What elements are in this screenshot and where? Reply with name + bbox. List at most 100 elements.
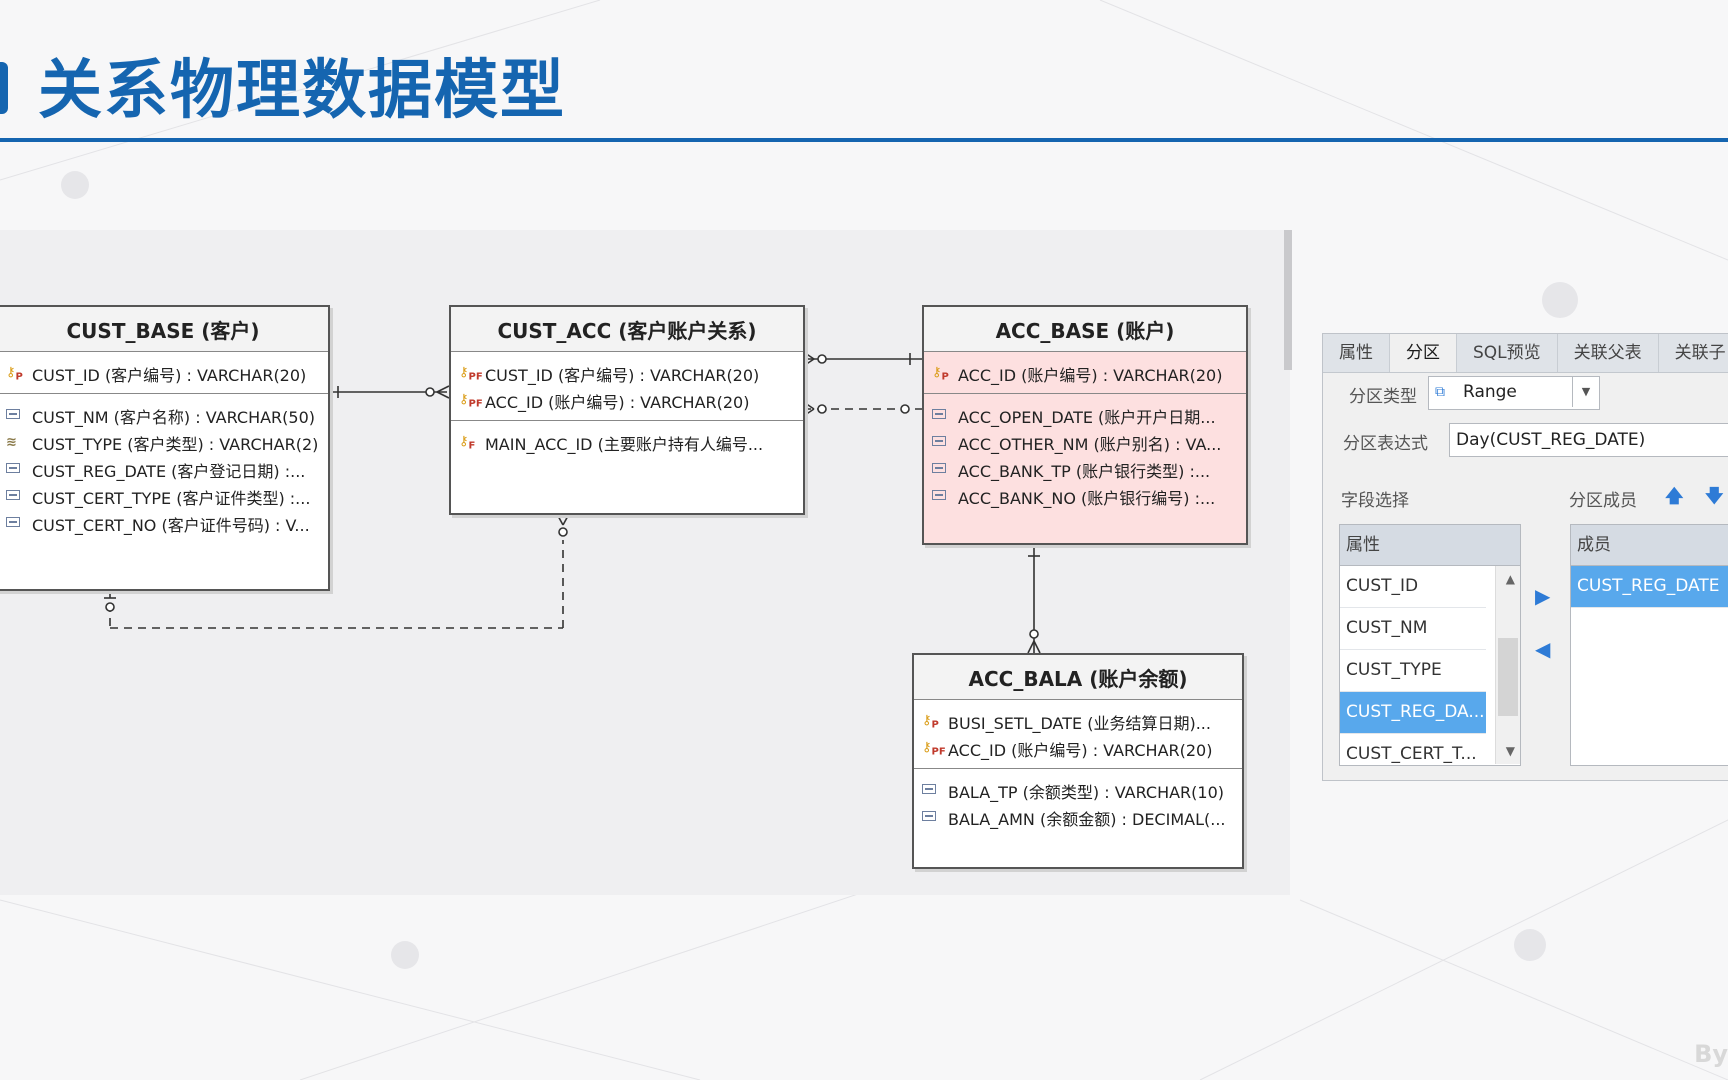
primary-key-icon: ⚷P	[922, 712, 939, 731]
column-text: ACC_BANK_NO (账户银行编号) :...	[958, 488, 1216, 508]
column-text: ACC_OPEN_DATE (账户开户日期...	[958, 407, 1216, 427]
column-row[interactable]: BALA_AMN (余额金额) : DECIMAL(...	[914, 804, 1242, 831]
column-text: CUST_ID (客户编号) : VARCHAR(20)	[485, 365, 760, 385]
list-item[interactable]: CUST_NM	[1340, 608, 1486, 650]
column-row[interactable]: ACC_BANK_TP (账户银行类型) :...	[924, 456, 1246, 483]
attribute-icon	[6, 408, 28, 423]
chevron-down-icon[interactable]: ▼	[1505, 744, 1515, 758]
primary-foreign-key-icon: ⚷PF	[459, 391, 483, 410]
column-row[interactable]: ⚷P CUST_ID (客户编号) : VARCHAR(20)	[0, 360, 328, 387]
page-title: 关系物理数据模型	[38, 54, 566, 128]
primary-key-icon: ⚷P	[6, 364, 23, 383]
entity-attributes: CUST_NM (客户名称) : VARCHAR(50) ≋CUST_TYPE …	[0, 394, 328, 543]
field-listbox[interactable]: 属性 CUST_ID CUST_NM CUST_TYPE CUST_REG_DA…	[1339, 524, 1521, 766]
title-marker	[0, 62, 8, 114]
members-label: 分区成员	[1569, 491, 1637, 511]
column-text: CUST_CERT_NO (客户证件号码) : V...	[32, 515, 310, 535]
canvas-scrollbar[interactable]	[1284, 230, 1292, 370]
attribute-icon	[922, 783, 944, 798]
list-item-selected[interactable]: CUST_REG_DA...	[1340, 692, 1486, 734]
attribute-icon	[932, 489, 954, 504]
entity-keys: ⚷P CUST_ID (客户编号) : VARCHAR(20)	[0, 352, 328, 394]
expression-label: 分区表达式	[1343, 434, 1428, 454]
column-text: CUST_CERT_TYPE (客户证件类型) :...	[32, 488, 311, 508]
column-row[interactable]: ≋CUST_TYPE (客户类型) : VARCHAR(2)	[0, 429, 328, 456]
entity-attributes: BALA_TP (余额类型) : VARCHAR(10) BALA_AMN (余…	[914, 769, 1242, 837]
tab-child-tables[interactable]: 关联子	[1659, 334, 1728, 372]
chevron-down-icon[interactable]: ▼	[1572, 377, 1599, 407]
column-row[interactable]: CUST_CERT_TYPE (客户证件类型) :...	[0, 483, 328, 510]
column-text: CUST_REG_DATE (客户登记日期) :...	[32, 461, 306, 481]
attribute-icon	[6, 516, 28, 531]
column-row[interactable]: BALA_TP (余额类型) : VARCHAR(10)	[914, 777, 1242, 804]
move-up-icon[interactable]: 🡅	[1665, 486, 1684, 507]
field-list-scrollbar[interactable]: ▲ ▼	[1495, 566, 1520, 764]
tab-partition[interactable]: 分区	[1390, 334, 1457, 372]
members-header: 成员	[1571, 525, 1728, 566]
field-select-label: 字段选择	[1341, 491, 1409, 511]
column-text: ACC_ID (账户编号) : VARCHAR(20)	[958, 365, 1223, 385]
list-item[interactable]: CUST_ID	[1340, 566, 1486, 608]
entity-title: CUST_BASE (客户)	[0, 307, 328, 352]
partition-type-select[interactable]: ⧉ Range ▼	[1428, 376, 1600, 410]
column-text: ACC_ID (账户编号) : VARCHAR(20)	[948, 740, 1213, 760]
attribute-icon	[6, 462, 28, 477]
partition-type-value: Range	[1463, 382, 1517, 402]
tab-sql-preview[interactable]: SQL预览	[1457, 334, 1558, 372]
column-text: CUST_ID (客户编号) : VARCHAR(20)	[32, 365, 307, 385]
title-underline	[0, 138, 1728, 142]
expression-input[interactable]: Day(CUST_REG_DATE)	[1449, 423, 1728, 457]
member-item[interactable]: CUST_REG_DATE	[1571, 566, 1728, 608]
entity-title: CUST_ACC (客户账户关系)	[451, 307, 803, 352]
partition-members-list[interactable]: 成员 CUST_REG_DATE	[1570, 524, 1728, 766]
column-text: BALA_TP (余额类型) : VARCHAR(10)	[948, 782, 1225, 802]
primary-foreign-key-icon: ⚷PF	[459, 364, 483, 383]
entity-keys: ⚷P ACC_ID (账户编号) : VARCHAR(20)	[924, 352, 1246, 394]
column-text: BALA_AMN (余额金额) : DECIMAL(...	[948, 809, 1226, 829]
list-item[interactable]: CUST_CERT_T...	[1340, 734, 1486, 765]
column-row[interactable]: ACC_OPEN_DATE (账户开户日期...	[924, 402, 1246, 429]
list-item[interactable]: CUST_TYPE	[1340, 650, 1486, 692]
attribute-icon	[932, 435, 954, 450]
tab-parent-tables[interactable]: 关联父表	[1558, 334, 1659, 372]
attribute-icon	[6, 489, 28, 504]
column-row[interactable]: CUST_REG_DATE (客户登记日期) :...	[0, 456, 328, 483]
column-text: CUST_NM (客户名称) : VARCHAR(50)	[32, 407, 316, 427]
column-row[interactable]: ACC_OTHER_NM (账户别名) : VA...	[924, 429, 1246, 456]
column-row[interactable]: CUST_CERT_NO (客户证件号码) : V...	[0, 510, 328, 537]
move-down-icon[interactable]: 🡇	[1705, 486, 1724, 507]
column-text: CUST_TYPE (客户类型) : VARCHAR(2)	[32, 434, 319, 454]
entity-cust-base[interactable]: CUST_BASE (客户) ⚷P CUST_ID (客户编号) : VARCHA…	[0, 305, 330, 591]
title-bar: 关系物理数据模型	[0, 52, 1728, 132]
column-row[interactable]: ACC_BANK_NO (账户银行编号) :...	[924, 483, 1246, 510]
column-text: ACC_BANK_TP (账户银行类型) :...	[958, 461, 1211, 481]
column-row[interactable]: ⚷P ACC_ID (账户编号) : VARCHAR(20)	[924, 360, 1246, 387]
partition-type-label: 分区类型	[1349, 387, 1417, 407]
panel-tabs: 属性 分区 SQL预览 关联父表 关联子	[1323, 334, 1728, 373]
chevron-up-icon[interactable]: ▲	[1505, 572, 1515, 586]
primary-key-icon: ⚷P	[932, 364, 949, 383]
entity-attributes: ACC_OPEN_DATE (账户开户日期... ACC_OTHER_NM (账…	[924, 394, 1246, 516]
tab-properties[interactable]: 属性	[1323, 334, 1390, 372]
add-member-icon[interactable]: ▶	[1535, 584, 1551, 608]
scroll-thumb[interactable]	[1498, 638, 1518, 716]
column-text: MAIN_ACC_ID (主要账户持有人编号...	[485, 434, 764, 454]
range-icon: ⧉	[1435, 384, 1445, 400]
partition-properties-panel: 属性 分区 SQL预览 关联父表 关联子 分区类型 ⧉ Range ▼ 分区表达…	[1322, 333, 1728, 781]
column-row[interactable]: CUST_NM (客户名称) : VARCHAR(50)	[0, 402, 328, 429]
remove-member-icon[interactable]: ◀	[1535, 637, 1551, 661]
attribute-icon	[932, 408, 954, 423]
primary-foreign-key-icon: ⚷PF	[922, 739, 946, 758]
